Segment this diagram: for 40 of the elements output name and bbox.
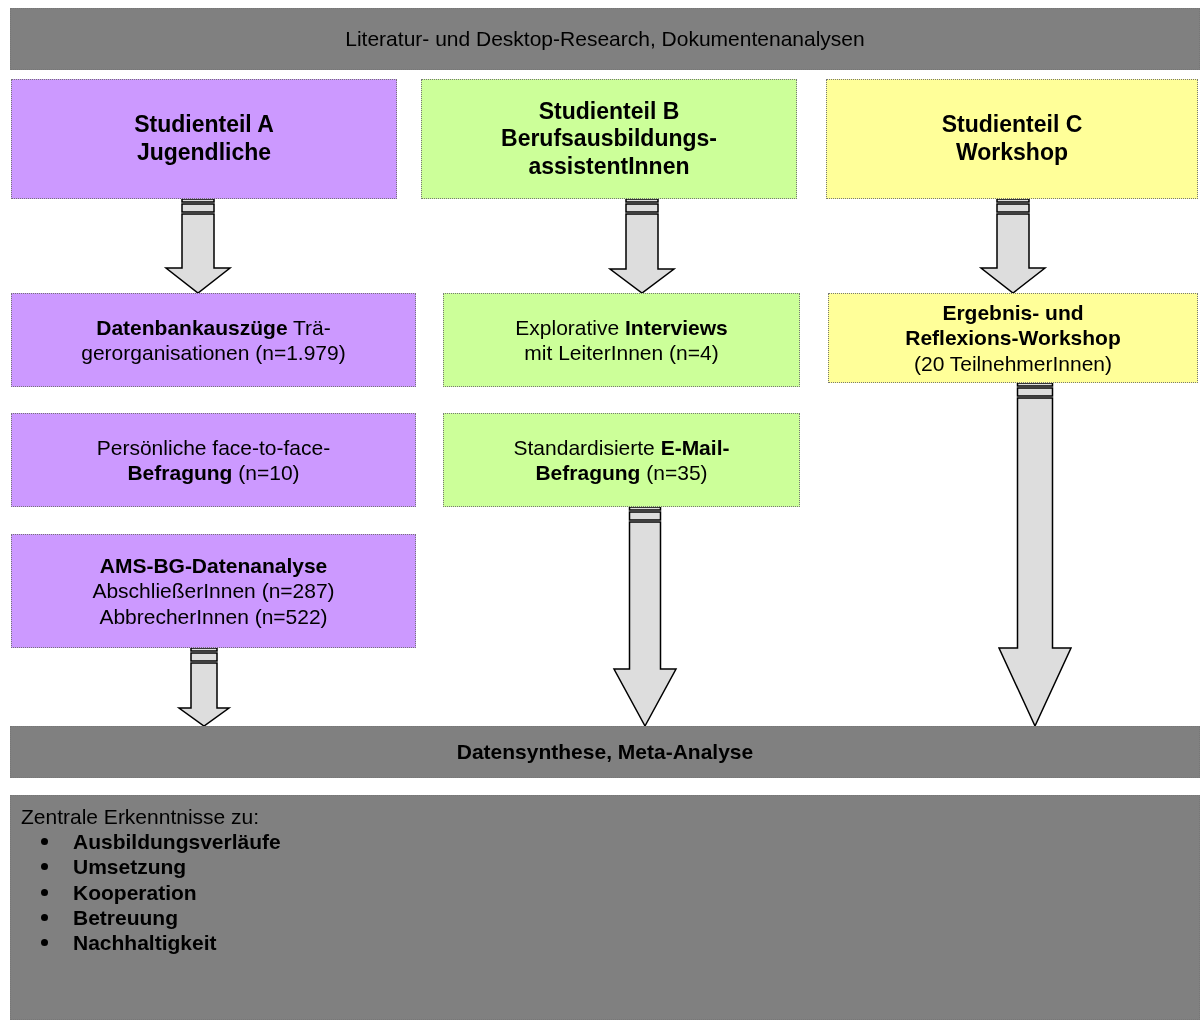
block-arrow (612, 506, 678, 728)
process-box (11, 79, 397, 199)
body-text: Explorative Interviews mit LeiterInnen (n=4) (514, 314, 729, 366)
bullet-item: Betreuung (21, 904, 178, 930)
process-box (826, 79, 1198, 199)
block-arrow (997, 382, 1073, 728)
heading-text: AMS-BG-Datenanalyse (99, 553, 328, 579)
body-text: Datenbankauszüge Trä- gerorganisationen (n=1.979) (80, 314, 347, 366)
process-box (11, 534, 416, 648)
body-text: Jugendliche (136, 139, 272, 167)
heading-text: Studienteil A (134, 111, 274, 139)
heading-text: Studienteil C (941, 111, 1083, 139)
bullet-item: Kooperation (21, 879, 197, 905)
process-band (10, 726, 1200, 778)
heading-text: Datensynthese, Meta-Analyse (456, 739, 754, 765)
body-text: Literatur- und Desktop-Research, Dokumentenanalysen (345, 26, 865, 52)
body-text: Standardisierte E-Mail- Befragung (n=35) (512, 434, 731, 486)
block-arrow (607, 198, 677, 294)
bullet-item: Umsetzung (21, 854, 187, 880)
process-box (443, 293, 800, 387)
body-text: AbbrecherInnen (n=522) (99, 603, 328, 629)
block-arrow (163, 198, 233, 294)
process-box (443, 413, 800, 507)
body-text: Workshop (956, 139, 1068, 167)
process-box (828, 293, 1198, 383)
process-box (421, 79, 797, 199)
process-box (11, 413, 416, 507)
body-text: Persönliche face-to-face- Befragung (n=10) (95, 434, 332, 486)
body-text: Berufsausbildungs- assistentInnen (500, 125, 718, 181)
heading-text: Studienteil B (538, 97, 680, 126)
bullet-item: Nachhaltigkeit (21, 929, 217, 956)
process-box (11, 293, 416, 387)
results-panel (10, 795, 1200, 1020)
body-text: Ergebnis- und Reflexions-Workshop (20 TeilnehmerInnen) (904, 300, 1122, 376)
body-text: AbschließerInnen (n=287) (92, 578, 335, 604)
bullet-item: Ausbildungsverläufe (21, 829, 281, 855)
list-heading: Zentrale Erkenntnisse zu: (21, 804, 260, 830)
block-arrow (176, 647, 232, 727)
block-arrow (978, 198, 1048, 294)
process-band (10, 8, 1200, 70)
